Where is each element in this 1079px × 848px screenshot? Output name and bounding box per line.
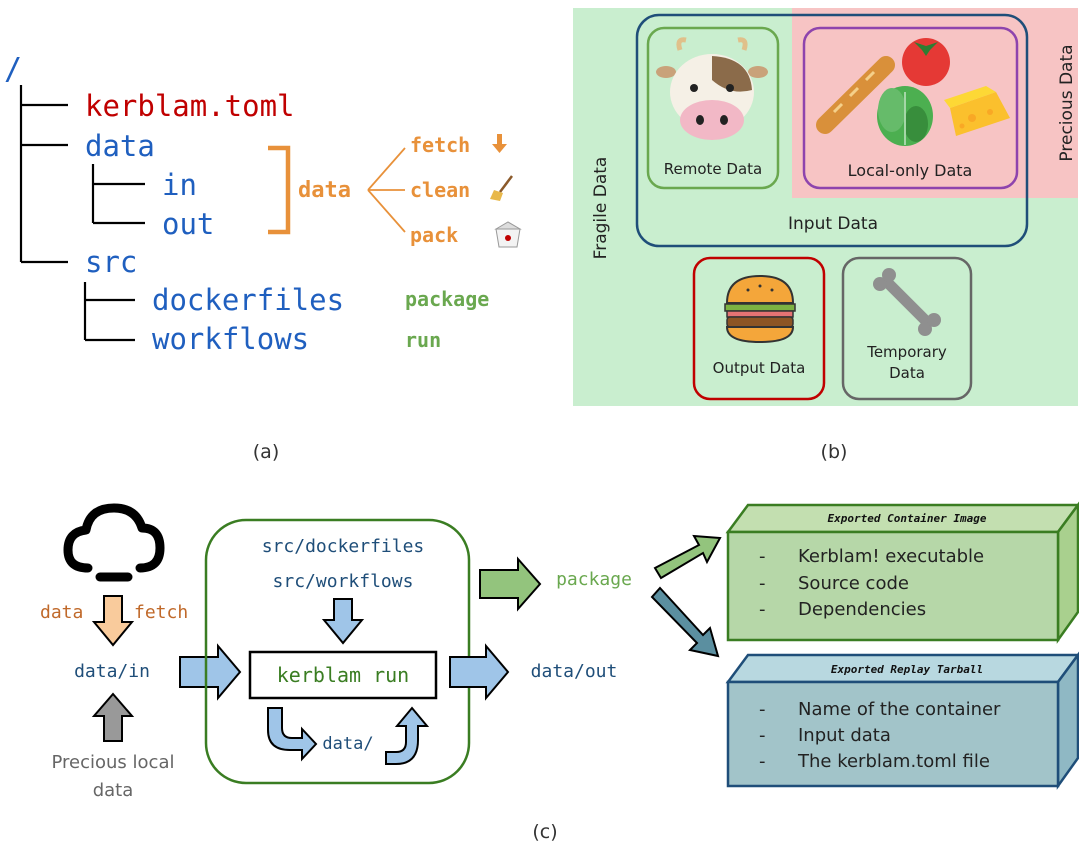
local-only-data-label: Local-only Data — [848, 161, 973, 180]
tarball-bullet-1: - — [759, 699, 766, 720]
local-only-data-box — [802, 26, 1019, 190]
fragile-data-label: Fragile Data — [591, 157, 611, 260]
src-dockerfiles-label: src/dockerfiles — [262, 536, 425, 557]
precious-up-arrow — [91, 692, 135, 742]
replay-tarball-box — [725, 651, 1079, 790]
container-item-1: Kerblam! executable — [798, 546, 984, 567]
container-title: Exported Container Image — [828, 512, 987, 525]
tarball-bullet-2: - — [759, 725, 766, 746]
workflows-dir-label: workflows — [152, 322, 309, 356]
temporary-data-box — [841, 256, 973, 401]
src-dir-label: src — [85, 245, 137, 279]
kerblam-toml-label: kerblam.toml — [85, 89, 295, 123]
precious-data-label: Precious Data — [1057, 44, 1077, 161]
dockerfiles-dir-label: dockerfiles — [152, 283, 344, 317]
data-in-label: data/in — [74, 661, 150, 682]
input-data-label: Input Data — [788, 214, 878, 234]
lettuce-icon — [877, 86, 933, 146]
container-bullet-2: - — [759, 573, 766, 594]
data-back-curved-arrow — [385, 706, 430, 765]
precious-local-label-1: Precious local — [52, 752, 175, 773]
run-label: run — [405, 328, 441, 352]
panel-a: / kerblam.toml data in out src dockerfil… — [4, 52, 522, 463]
download-icon — [492, 134, 507, 153]
remote-data-box — [646, 26, 780, 190]
clean-label: clean — [410, 178, 470, 202]
caption-c: (c) — [532, 821, 557, 843]
out-dir-label: out — [162, 207, 214, 241]
burger-icon — [724, 274, 796, 344]
cow-icon — [656, 37, 768, 140]
data-slash-label: data/ — [322, 734, 373, 754]
container-image-box — [725, 501, 1079, 644]
temporary-label-line2: Data — [889, 364, 925, 382]
tarball-item-1: Name of the container — [798, 699, 1001, 720]
container-bullet-1: - — [759, 546, 766, 567]
data-bracket — [268, 145, 291, 235]
tomato-icon — [902, 38, 950, 86]
container-item-3: Dependencies — [798, 599, 926, 620]
fetch-label-c: fetch — [134, 602, 188, 623]
tarball-item-2: Input data — [798, 725, 891, 746]
workflows-down-arrow — [321, 598, 365, 645]
fetch-down-arrow — [91, 595, 135, 647]
to-container-arrow — [653, 534, 722, 580]
tarball-item-3: The kerblam.toml file — [797, 751, 990, 772]
input-data-box — [635, 13, 1029, 248]
panel-c: data fetch data/in Precious local data s… — [40, 501, 1079, 843]
remote-data-label: Remote Data — [664, 160, 762, 178]
data-label-left: data — [40, 602, 83, 623]
panel-b: Fragile Data Precious Data Remote Data L… — [573, 8, 1078, 463]
subcommand-fan — [367, 147, 406, 233]
baguette-icon — [816, 56, 895, 134]
in-dir-label: in — [162, 168, 197, 202]
caption-b: (b) — [821, 441, 848, 463]
package-label-c: package — [556, 569, 632, 590]
pack-label: pack — [410, 223, 458, 247]
fetch-label: fetch — [410, 133, 470, 157]
caption-a: (a) — [253, 441, 279, 463]
tarball-bullet-3: - — [759, 751, 766, 772]
broom-icon — [490, 175, 513, 201]
temporary-label-line1: Temporary — [866, 343, 947, 361]
data-in-right-arrow — [179, 643, 242, 701]
output-data-label: Output Data — [713, 359, 806, 377]
to-tarball-arrow — [650, 586, 720, 658]
run-output-curved-arrow — [267, 707, 318, 762]
tree-lines — [19, 85, 145, 342]
data-command-label: data — [298, 178, 351, 203]
src-workflows-label: src/workflows — [273, 571, 414, 592]
bone-icon — [873, 268, 941, 336]
cheese-icon — [944, 86, 1010, 136]
data-dir-label: data — [85, 129, 155, 163]
output-data-box — [692, 256, 826, 401]
data-out-right-arrow — [449, 643, 510, 701]
precious-local-label-2: data — [93, 780, 134, 801]
kerblam-run-container — [204, 518, 471, 785]
root-slash: / — [4, 52, 22, 87]
container-item-2: Source code — [798, 573, 909, 594]
takeout-box-icon — [494, 221, 522, 248]
package-label: package — [405, 287, 489, 311]
cloud-icon — [63, 503, 165, 582]
kerblam-run-label: kerblam run — [277, 663, 409, 687]
kerblam-run-box — [248, 650, 438, 700]
tarball-title: Exported Replay Tarball — [831, 663, 983, 676]
data-out-label: data/out — [531, 661, 618, 682]
container-bullet-3: - — [759, 599, 766, 620]
package-right-arrow — [479, 556, 542, 612]
